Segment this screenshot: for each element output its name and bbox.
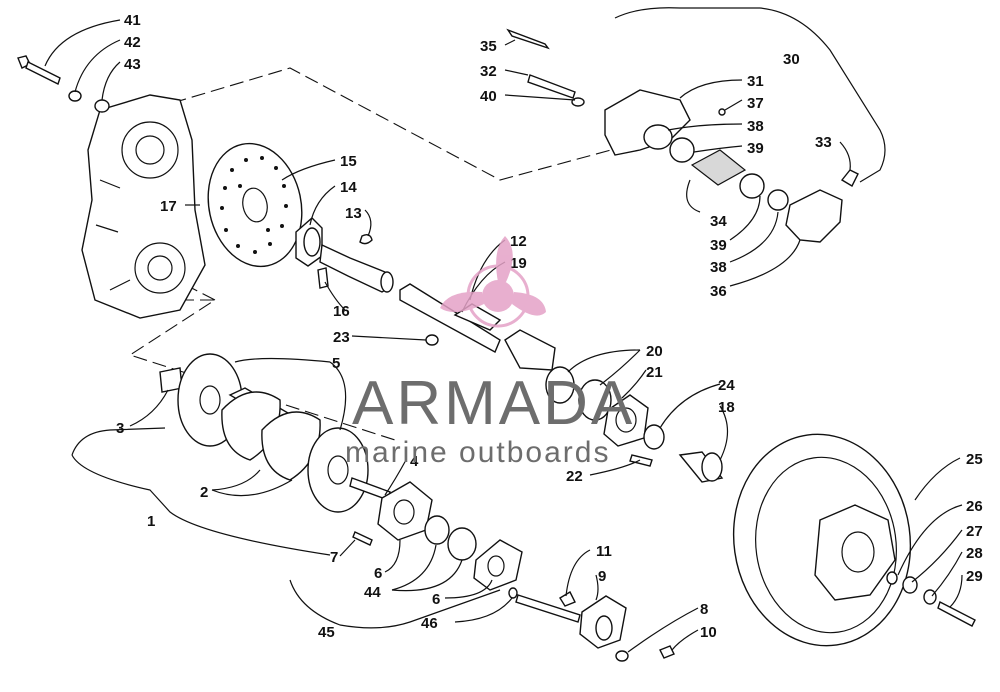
- callout-43: 43: [124, 56, 141, 73]
- callout-numbers: 41 42 43 35 32 40 30 31 37 38 39 33 15 1…: [116, 12, 983, 641]
- brake-caliper: [506, 28, 859, 243]
- callout-34: 34: [710, 213, 727, 230]
- callout-30: 30: [783, 51, 800, 68]
- callout-18: 18: [718, 399, 735, 416]
- callout-11: 11: [596, 543, 612, 560]
- callout-31: 31: [747, 73, 764, 90]
- callout-20: 20: [646, 343, 663, 360]
- callout-32: 32: [480, 63, 497, 80]
- callout-37: 37: [747, 95, 764, 112]
- callout-21: 21: [646, 364, 663, 381]
- callout-6: 6: [374, 565, 382, 582]
- callout-40: 40: [480, 88, 497, 105]
- callout-14: 14: [340, 179, 357, 196]
- callout-12: 12: [510, 233, 527, 250]
- callout-33: 33: [815, 134, 832, 151]
- callout-3: 3: [116, 420, 124, 437]
- callout-17: 17: [160, 198, 177, 215]
- watermark-tagline: marine outboards: [345, 436, 610, 469]
- callout-38: 38: [747, 118, 764, 135]
- input-shaft-assembly: [159, 353, 391, 513]
- watermark-brand: ARMADA: [352, 369, 635, 438]
- output-bearings: [545, 366, 724, 483]
- callout-5: 5: [332, 355, 340, 372]
- callout-22: 22: [566, 468, 583, 485]
- callout-44: 44: [364, 584, 381, 601]
- callout-26: 26: [966, 498, 983, 515]
- callout-35: 35: [480, 38, 497, 55]
- callout-46: 46: [421, 615, 438, 632]
- group-brackets: [71, 7, 886, 629]
- callout-8: 8: [700, 601, 708, 618]
- callout-45: 45: [318, 624, 335, 641]
- case-bolt: [17, 55, 110, 113]
- watermark: ARMADA marine outboards: [345, 236, 635, 469]
- callout-42: 42: [124, 34, 141, 51]
- callout-16: 16: [333, 303, 350, 320]
- callout-41: 41: [124, 12, 141, 29]
- callout-10: 10: [700, 624, 717, 641]
- callout-39b: 39: [710, 237, 727, 254]
- brake-disc: [207, 142, 303, 268]
- callout-29: 29: [966, 568, 983, 585]
- callout-24: 24: [718, 377, 735, 394]
- callout-2: 2: [200, 484, 208, 501]
- callout-13: 13: [345, 205, 362, 222]
- large-rotor: [732, 433, 976, 647]
- callout-15: 15: [340, 153, 357, 170]
- bearing-plates: [352, 481, 675, 662]
- callout-4: 4: [410, 453, 419, 470]
- callout-6b: 6: [432, 591, 440, 608]
- callout-25: 25: [966, 451, 983, 468]
- pink-propeller-logo-icon: [440, 236, 546, 328]
- callout-38b: 38: [710, 259, 727, 276]
- transmission-case: [81, 94, 206, 319]
- callout-7: 7: [330, 549, 338, 566]
- callout-19: 19: [510, 255, 527, 272]
- callout-1: 1: [147, 513, 155, 530]
- callout-23: 23: [333, 329, 350, 346]
- callout-27: 27: [966, 523, 983, 540]
- callout-28: 28: [966, 545, 983, 562]
- callout-36: 36: [710, 283, 727, 300]
- callout-9: 9: [598, 568, 606, 585]
- callout-39: 39: [747, 140, 764, 157]
